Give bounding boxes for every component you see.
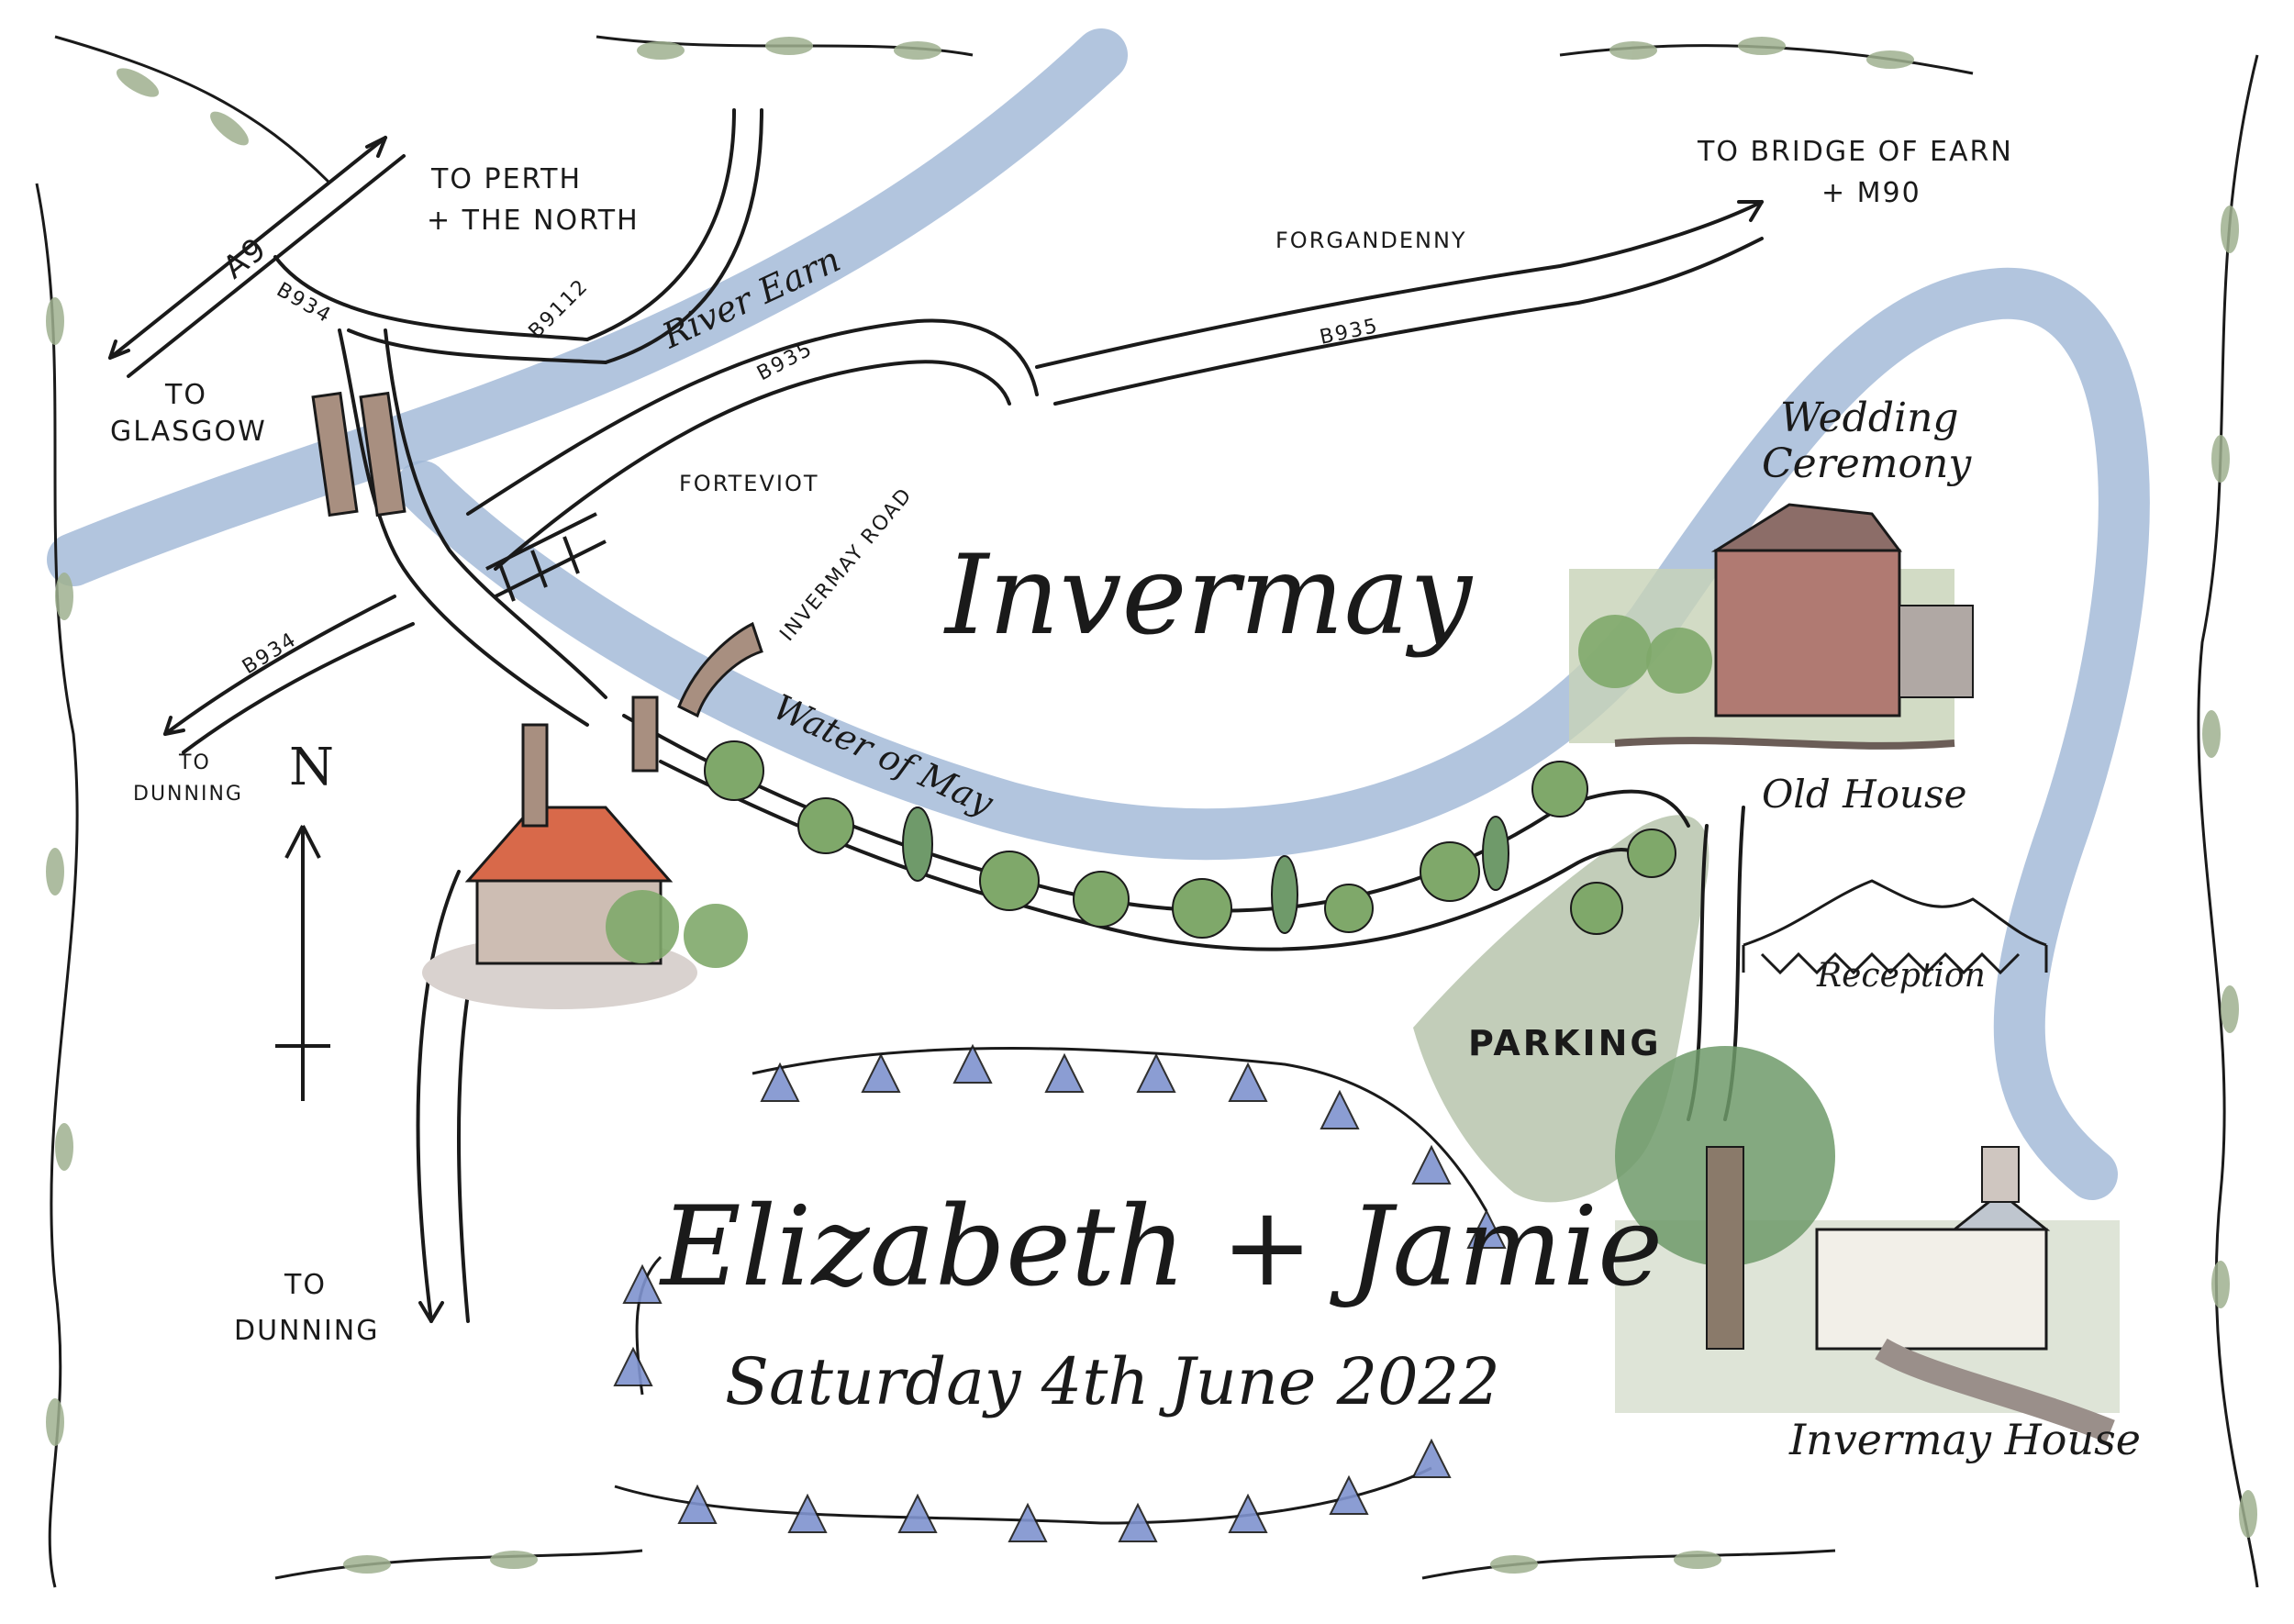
old-house-illustration [1569, 503, 1974, 750]
reception-marquee-icon [1742, 879, 2048, 975]
map-title: Invermay [943, 532, 1474, 660]
label-parking: PARKING [1468, 1023, 1662, 1063]
label-to-dunning-small-line2: DUNNING [133, 783, 243, 806]
water-of-may [396, 267, 2150, 1200]
trees [704, 740, 1676, 939]
roads [108, 108, 1764, 1323]
north-label: N [289, 738, 334, 797]
label-invermay-house: Invermay House [1788, 1415, 2141, 1464]
bluebell-garland [613, 1043, 1507, 1542]
road-b935-left: B935 [753, 338, 817, 386]
label-wedding-line1: Wedding [1780, 395, 1959, 441]
label-to-dunning-line1: TO [284, 1269, 327, 1301]
label-forteviot: FORTEVIOT [679, 471, 819, 496]
label-old-house: Old House [1762, 772, 1966, 817]
road-a9: A9 [217, 229, 274, 286]
label-to-glasgow-line2: GLASGOW [110, 416, 267, 448]
label-to-bridge-line2: + M90 [1821, 177, 1921, 209]
wedding-date: Saturday 4th June 2022 [725, 1344, 1500, 1419]
label-to-perth-line2: + THE NORTH [427, 205, 640, 237]
label-invermay-road: INVERMAY ROAD [775, 484, 917, 646]
label-to-perth-line1: TO PERTH [430, 163, 582, 195]
invermay-house-illustration [1615, 1046, 2120, 1443]
label-to-glasgow-line1: TO [164, 379, 207, 411]
couple-names: Elizabeth + Jamie [659, 1184, 1663, 1311]
label-reception: Reception [1816, 957, 1986, 995]
road-b9112: B9112 [525, 274, 594, 343]
label-to-bridge-line1: TO BRIDGE OF EARN [1697, 136, 2013, 168]
gatehouse-illustration [422, 723, 748, 1009]
label-wedding-line2: Ceremony [1762, 440, 1972, 487]
bridges [311, 391, 763, 773]
direction-arrows [108, 136, 1764, 1323]
label-forgandenny: FORGANDENNY [1275, 228, 1467, 253]
north-arrow [275, 825, 330, 1101]
label-to-dunning-small-line1: TO [178, 751, 211, 774]
road-b935-right: B935 [1318, 315, 1381, 350]
label-to-dunning-line2: DUNNING [234, 1315, 379, 1347]
leaf-border-leaves [46, 37, 2257, 1574]
